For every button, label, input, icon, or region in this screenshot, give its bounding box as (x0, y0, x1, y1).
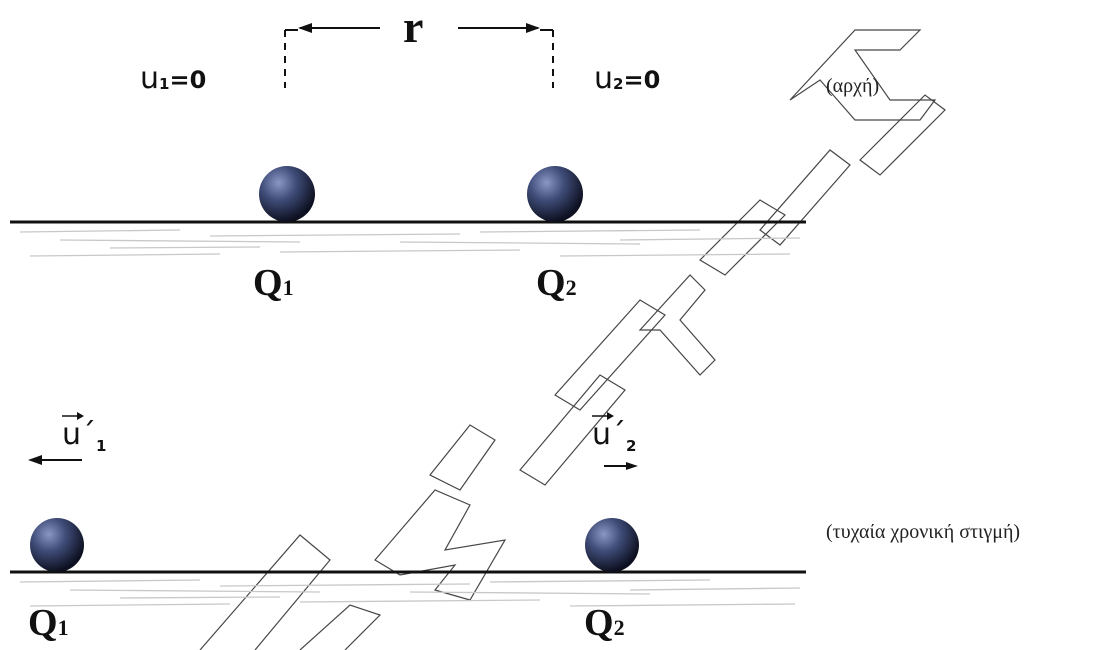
distance-arrowhead-left (298, 23, 312, 33)
velocity-value: =0 (169, 66, 207, 94)
velocity-symbol: u (594, 61, 614, 96)
caption-initial: (αρχή) (826, 75, 880, 97)
vector-mark-u1-head (77, 412, 84, 420)
charge-symbol: Q (28, 602, 58, 644)
charge-symbol: Q (584, 602, 614, 644)
charge-sphere-q1-bottom (30, 518, 84, 572)
distance-arrowhead-right (526, 23, 540, 33)
top-scene (10, 23, 806, 257)
velocity-symbol: u΄ (592, 417, 627, 452)
charge-subscript: 2 (565, 275, 577, 300)
velocity-arrowhead-q1 (28, 455, 42, 465)
velocity-label-q2-later: u΄2 (592, 420, 636, 454)
velocity-subscript: 2 (626, 437, 637, 455)
charge-subscript: 1 (57, 615, 69, 640)
ground-texture-top (19, 229, 801, 257)
charge-symbol: Q (536, 262, 566, 304)
charge-label-q2-bottom: Q2 (584, 604, 625, 642)
velocity-arrowhead-q2 (626, 462, 638, 470)
watermark-logo (199, 29, 946, 650)
velocity-subscript: 1 (159, 75, 170, 93)
caption-later: (τυχαία χρονική στιγμή) (826, 521, 1021, 543)
charge-sphere-q1-top (259, 166, 315, 222)
charge-sphere-q2-top (527, 166, 583, 222)
velocity-label-q2-initial: u2=0 (594, 64, 660, 94)
velocity-symbol: u΄ (62, 417, 97, 452)
vector-mark-u2-head (607, 412, 614, 420)
velocity-subscript: 1 (96, 437, 107, 455)
velocity-symbol: u (140, 61, 160, 96)
charge-subscript: 1 (282, 275, 294, 300)
velocity-value: =0 (623, 66, 661, 94)
charge-subscript: 2 (613, 615, 625, 640)
charge-label-q2-top: Q2 (536, 264, 577, 302)
velocity-label-q1-later: u΄1 (62, 420, 106, 454)
ground-texture-bottom (19, 579, 801, 607)
bottom-scene (10, 412, 806, 607)
distance-label: r (403, 1, 424, 52)
velocity-subscript: 2 (613, 75, 624, 93)
charge-sphere-q2-bottom (585, 518, 639, 572)
charge-label-q1-top: Q1 (253, 264, 294, 302)
velocity-label-q1-initial: u1=0 (140, 64, 206, 94)
charge-label-q1-bottom: Q1 (28, 604, 69, 642)
charge-symbol: Q (253, 262, 283, 304)
